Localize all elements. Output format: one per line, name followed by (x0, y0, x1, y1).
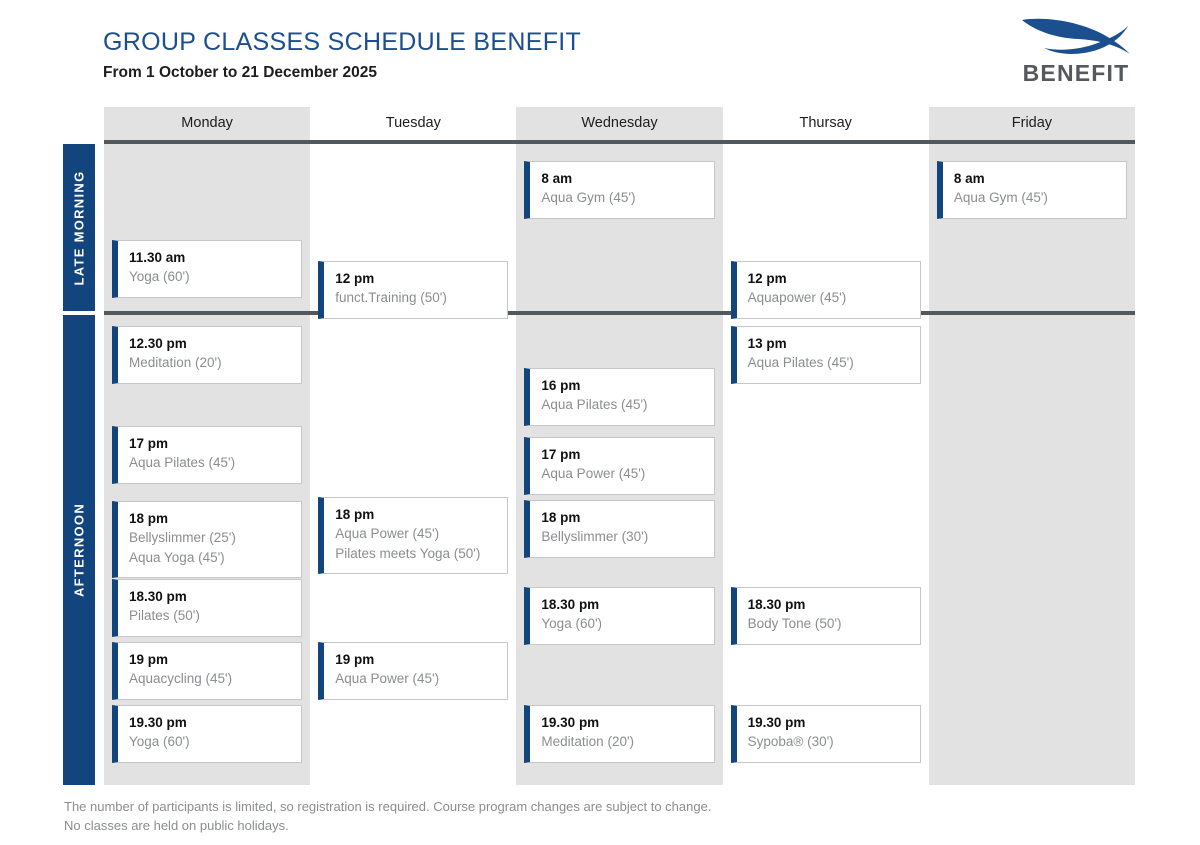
class-time: 12 pm (335, 271, 375, 286)
class-card[interactable]: 12 pm Aquapower (45') (730, 261, 921, 319)
cell-monday-late-morning: 11.30 am Yoga (60') (104, 144, 311, 311)
class-time: 18 pm (129, 511, 169, 526)
day-header-monday: Monday (104, 107, 311, 140)
class-name: Aqua Pilates (45') (129, 455, 236, 470)
class-name: Yoga (60') (541, 616, 603, 631)
section-label-afternoon: AFTERNOON (63, 315, 95, 785)
class-card[interactable]: 18 pm Bellyslimmer (25')Aqua Yoga (45') (112, 501, 303, 579)
class-name: Aqua Power (45') (335, 671, 440, 686)
class-name: Bellyslimmer (30') (541, 529, 649, 544)
cell-tuesday-afternoon: 18 pm Aqua Power (45')Pilates meets Yoga … (310, 315, 516, 785)
footer-line-2: No classes are held on public holidays. (64, 817, 289, 833)
cell-monday-afternoon: 12.30 pm Meditation (20') 17 pm Aqua Pilate… (104, 315, 311, 785)
class-time: 19 pm (335, 652, 375, 667)
cell-thursay-afternoon: 13 pm Aqua Pilates (45') 18.30 pm Body Tone… (723, 315, 929, 785)
class-card[interactable]: 17 pm Aqua Pilates (45') (112, 426, 303, 484)
class-time: 18.30 pm (747, 597, 806, 612)
class-card[interactable]: 18.30 pm Yoga (60') (524, 587, 715, 645)
class-time: 18.30 pm (541, 597, 600, 612)
cell-tuesday-late-morning: 12 pm funct.Training (50') (310, 144, 516, 319)
footer-note: The number of participants is limited, s… (64, 798, 711, 836)
day-header-thursay: Thursay (799, 115, 852, 131)
logo-wordmark: BENEFIT (1022, 60, 1130, 86)
class-card[interactable]: 17 pm Aqua Power (45') (524, 437, 715, 495)
day-header-tuesday: Tuesday (385, 115, 441, 131)
band-afternoon: 12.30 pm Meditation (20') 17 pm Aqua Pilate… (104, 315, 1136, 785)
date-range: From 1 October to 21 December 2025 (103, 64, 377, 81)
class-name: Bellyslimmer (25')Aqua Yoga (45') (129, 530, 236, 565)
class-time: 12.30 pm (129, 336, 187, 351)
class-time: 17 pm (541, 447, 581, 462)
section-label-afternoon-text: AFTERNOON (71, 502, 87, 598)
class-card[interactable]: 19.30 pm Meditation (20') (524, 705, 715, 763)
class-card[interactable]: 18 pm Bellyslimmer (30') (524, 500, 715, 558)
class-time: 18.30 pm (129, 589, 187, 604)
section-separator (104, 311, 1135, 315)
class-name: Yoga (60') (129, 734, 190, 749)
class-time: 17 pm (129, 436, 169, 451)
class-card[interactable]: 19.30 pm Yoga (60') (112, 705, 303, 763)
class-card[interactable]: 8 am Aqua Gym (45') (524, 161, 715, 219)
class-time: 13 pm (747, 336, 787, 351)
class-name: Aqua Gym (45') (541, 190, 636, 205)
day-header-friday: Friday (928, 107, 1136, 140)
class-card[interactable]: 18.30 pm Body Tone (50') (730, 587, 921, 645)
class-name: Aqua Gym (45') (953, 190, 1048, 205)
class-name: Body Tone (50') (747, 616, 842, 631)
class-card[interactable]: 11.30 am Yoga (60') (112, 240, 303, 298)
day-header-wednesday: Wednesday (516, 107, 723, 140)
brand-logo: BENEFIT (1016, 14, 1136, 87)
class-time: 19 pm (129, 652, 169, 667)
class-name: Pilates (50') (129, 608, 200, 623)
class-name: Aqua Power (45') (541, 466, 646, 481)
wave-swoosh-icon (1016, 14, 1136, 58)
class-name: Aquacycling (45') (129, 671, 233, 686)
class-card[interactable]: 16 pm Aqua Pilates (45') (524, 368, 715, 426)
class-card[interactable]: 19 pm Aqua Power (45') (318, 642, 509, 700)
cell-thursay-late-morning: 12 pm Aquapower (45') (723, 144, 929, 319)
cell-friday-late-morning: 8 am Aqua Gym (45') (928, 144, 1136, 311)
class-time: 19.30 pm (541, 715, 600, 730)
class-name: Aqua Power (45')Pilates meets Yoga (50') (335, 526, 481, 561)
header-separator (104, 140, 1135, 144)
class-card[interactable]: 12.30 pm Meditation (20') (112, 326, 303, 384)
cell-wednesday-afternoon: 16 pm Aqua Pilates (45') 17 pm Aqua Power (… (516, 315, 723, 785)
class-time: 8 am (541, 171, 573, 186)
page-title: GROUP CLASSES SCHEDULE BENEFIT (103, 28, 582, 56)
class-time: 19.30 pm (129, 715, 187, 730)
class-name: funct.Training (50') (335, 290, 447, 305)
class-time: 11.30 am (129, 250, 186, 265)
class-name: Meditation (20') (541, 734, 635, 749)
class-time: 18 pm (335, 507, 375, 522)
day-header-row: Monday Tuesday Wednesday Thursay Friday (104, 107, 1136, 140)
page-header: GROUP CLASSES SCHEDULE BENEFIT From 1 Oc… (103, 28, 581, 82)
class-card[interactable]: 18 pm Aqua Power (45')Pilates meets Yoga … (318, 497, 509, 575)
class-time: 16 pm (541, 378, 581, 393)
footer-line-1: The number of participants is limited, s… (64, 799, 712, 814)
class-name: Aqua Pilates (45') (541, 397, 648, 412)
class-name: Aquapower (45') (747, 290, 847, 305)
day-columns: Monday Tuesday Wednesday Thursay Friday … (104, 107, 1136, 785)
class-card[interactable]: 19 pm Aquacycling (45') (112, 642, 303, 700)
class-card[interactable]: 13 pm Aqua Pilates (45') (730, 326, 921, 384)
class-name: Aqua Pilates (45') (747, 355, 854, 370)
class-name: Sypoba® (30') (747, 734, 834, 749)
cell-friday-afternoon (928, 315, 1136, 785)
class-card[interactable]: 18.30 pm Pilates (50') (112, 579, 303, 637)
class-card[interactable]: 8 am Aqua Gym (45') (936, 161, 1128, 219)
class-time: 12 pm (747, 271, 787, 286)
cell-wednesday-late-morning: 8 am Aqua Gym (45') (516, 144, 723, 311)
class-name: Yoga (60') (129, 269, 190, 284)
class-name: Meditation (20') (129, 355, 222, 370)
class-card[interactable]: 12 pm funct.Training (50') (318, 261, 509, 319)
class-card[interactable]: 19.30 pm Sypoba® (30') (730, 705, 921, 763)
section-label-late-morning-text: LATE MORNING (71, 169, 87, 286)
section-label-late-morning: LATE MORNING (63, 144, 95, 311)
class-time: 18 pm (541, 510, 581, 525)
class-time: 8 am (953, 171, 985, 186)
class-time: 19.30 pm (747, 715, 806, 730)
band-late-morning: 11.30 am Yoga (60') 12 pm funct.Training (… (104, 144, 1136, 319)
